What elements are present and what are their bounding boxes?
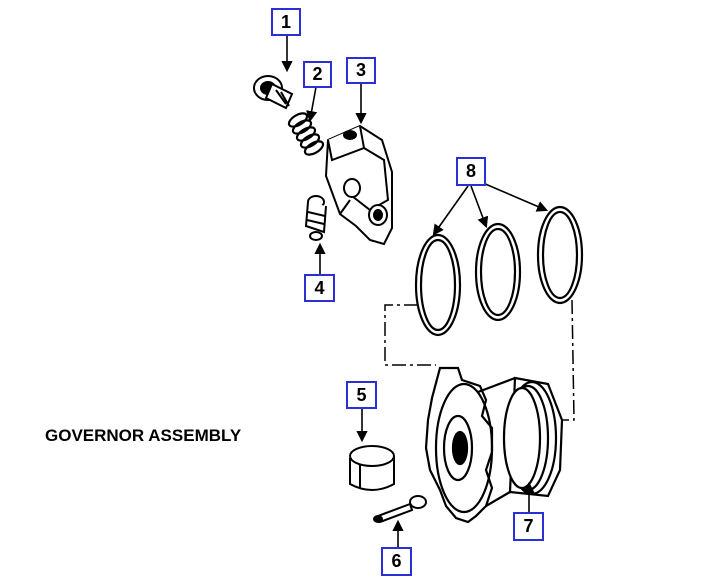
callout-7[interactable]: 7	[513, 512, 544, 541]
diagram-title: GOVERNOR ASSEMBLY	[45, 426, 242, 445]
callout-2[interactable]: 2	[303, 61, 332, 88]
callout-8[interactable]: 8	[456, 157, 486, 186]
callout-4[interactable]: 4	[304, 274, 335, 302]
seal-rings-part-8	[414, 205, 584, 337]
spring-part-2	[287, 112, 325, 156]
callout-5[interactable]: 5	[346, 381, 377, 409]
governor-support-part-7	[424, 366, 564, 524]
weight-part-5	[349, 445, 395, 491]
governor-body-part-3	[324, 124, 393, 246]
callout-1[interactable]: 1	[271, 8, 301, 36]
callout-3[interactable]: 3	[346, 57, 376, 84]
pin-part-6	[373, 495, 427, 524]
valve-plug-part-4	[304, 195, 327, 241]
callout-6[interactable]: 6	[381, 547, 412, 576]
leader-lines	[281, 36, 549, 548]
valve-part-1	[253, 75, 294, 110]
